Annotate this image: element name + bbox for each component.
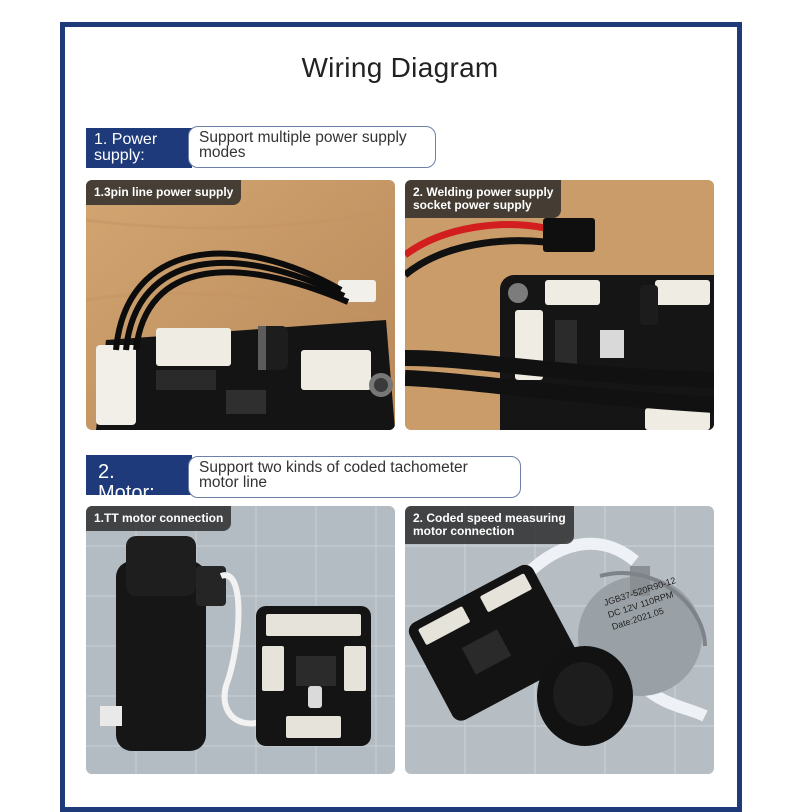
board-photo-illustration (405, 180, 714, 430)
board-photo-illustration (86, 180, 395, 430)
section1-description: Support multiple power supply modes (188, 126, 436, 168)
section2-label-line1: 2. (98, 461, 115, 483)
motor-photo-illustration: JGB37-520R90-12 DC 12V 110RPM Date:2021.… (405, 506, 714, 774)
section1-desc-line1: Support multiple power supply (199, 129, 407, 146)
section2-label: 2. Motor: (86, 455, 192, 495)
photo-3pin-power-supply: 1.3pin line power supply (86, 180, 395, 430)
photo2-caption-line2: socket power supply (413, 198, 532, 212)
section1-label-line1: 1. Power (94, 131, 158, 148)
photo-coded-speed-motor-connection: 2. Coded speed measuring motor connectio… (405, 506, 714, 774)
photo-tt-motor-connection: 1.TT motor connection (86, 506, 395, 774)
section1-label: 1. Power supply: (86, 128, 192, 168)
section2-desc-line1: Support two kinds of coded tachometer (199, 459, 468, 476)
photo4-caption: 2. Coded speed measuring motor connectio… (405, 506, 574, 544)
photo2-caption-line1: 2. Welding power supply (413, 185, 554, 199)
photo1-caption: 1.3pin line power supply (86, 180, 242, 205)
page-title: Wiring Diagram (301, 52, 499, 83)
motor-photo-illustration (86, 506, 395, 774)
section1-desc-line2: modes (199, 144, 246, 161)
section1-label-line2: supply: (94, 147, 145, 164)
photo-welding-socket-power-supply: 2. Welding power supply socket power sup… (405, 180, 714, 430)
photo2-caption: 2. Welding power supply socket power sup… (405, 180, 562, 218)
section2-desc-line2: motor line (199, 474, 268, 491)
section2-label-line2: Motor: (98, 482, 155, 495)
section2-description: Support two kinds of coded tachometer mo… (188, 456, 521, 498)
photo4-caption-line2: motor connection (413, 524, 515, 538)
photo3-caption: 1.TT motor connection (86, 506, 232, 531)
photo4-caption-line1: 2. Coded speed measuring (413, 511, 566, 525)
